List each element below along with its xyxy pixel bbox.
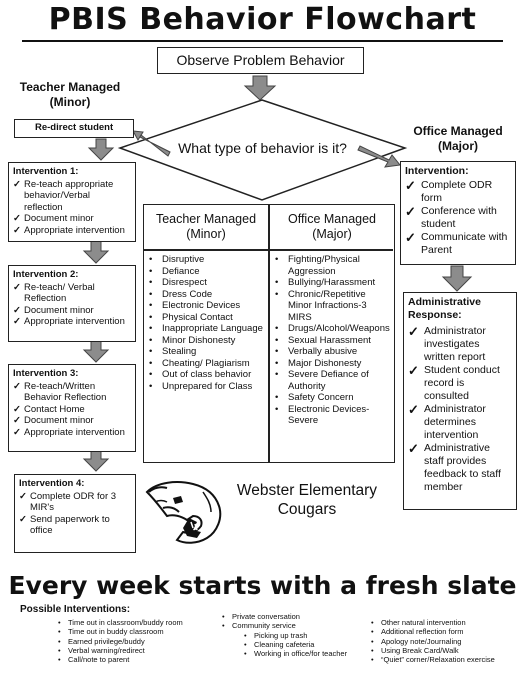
table-major-head: Office Managed (Major) — [287, 212, 377, 241]
arrow-to-minor — [132, 130, 171, 157]
list-item: Private conversation — [222, 612, 352, 622]
possible-col-2: Private conversation Community service P… — [222, 612, 352, 659]
list-item: “Quiet” corner/Relaxation exercise — [371, 655, 521, 665]
list-item: Document minor — [13, 415, 131, 427]
list-item: Picking up trash — [244, 631, 352, 641]
list-item: Re-teach appropriate behavior/Verbal ref… — [13, 179, 131, 214]
list-item: Major Dishonesty — [272, 358, 390, 370]
list-item: Using Break Card/Walk — [371, 646, 521, 656]
list-item: Safety Concern — [272, 392, 390, 404]
possible-interventions-title: Possible Interventions: — [20, 604, 131, 615]
list-item: Complete ODR form — [405, 179, 511, 205]
list-item: Communicate with Parent — [405, 231, 511, 257]
list-item: Defiance — [146, 266, 264, 278]
list-item: Sexual Harassment — [272, 335, 390, 347]
list-item: Minor Dishonesty — [146, 335, 264, 347]
redirect-box: Re-direct student — [14, 119, 134, 138]
list-item: Unprepared for Class — [146, 381, 264, 393]
title-underline — [22, 40, 503, 42]
list-item: Verbal warning/redirect — [58, 646, 218, 656]
list-item: Document minor — [13, 213, 131, 225]
list-item: Administrative staff provides feedback t… — [408, 442, 512, 494]
list-item: Administrator determines intervention — [408, 403, 512, 442]
page-title: PBIS Behavior Flowchart — [0, 2, 525, 42]
list-item: Document minor — [13, 305, 131, 317]
arrow-to-major — [357, 145, 401, 168]
list-item: Apology note/Journaling — [371, 637, 521, 647]
list-item: Student conduct record is consulted — [408, 364, 512, 403]
intervention-1-box: Intervention 1: Re-teach appropriate beh… — [8, 162, 136, 242]
cougar-mascot-icon — [145, 481, 222, 544]
possible-col-3: Other natural intervention Additional re… — [371, 618, 521, 665]
list-item: Cheating/ Plagiarism — [146, 358, 264, 370]
list-item: Earned privilege/buddy — [58, 637, 218, 647]
list-item: Electronic Devices-Severe — [272, 404, 390, 427]
list-item: Time out in classroom/buddy room — [58, 618, 218, 628]
list-item: Dress Code — [146, 289, 264, 301]
list-item: Conference with student — [405, 205, 511, 231]
list-item: Chronic/Repetitive Minor Infractions-3 M… — [272, 289, 390, 324]
school-mascot: Cougars — [277, 501, 337, 518]
list-item: Drugs/Alcohol/Weapons — [272, 323, 390, 335]
list-item: Administrator investigates written repor… — [408, 325, 512, 364]
list-item: Additional reflection form — [371, 627, 521, 637]
arrow-iv2-iv3 — [82, 340, 110, 363]
school-name: Webster Elementary Cougars — [222, 481, 392, 519]
slogan: Every week starts with a fresh slate — [8, 571, 517, 600]
list-item: Appropriate intervention — [13, 225, 131, 237]
possible-col-1: Time out in classroom/buddy room Time ou… — [58, 618, 218, 665]
office-intervention-box: Intervention: Complete ODR form Conferen… — [400, 161, 516, 265]
list-item: Electronic Devices — [146, 300, 264, 312]
decision-question: What type of behavior is it? — [178, 140, 347, 156]
list-item: Severe Defiance of Authority — [272, 369, 390, 392]
list-item: Appropriate intervention — [13, 316, 131, 328]
arrow-iv1-iv2 — [82, 240, 110, 264]
list-item: Re-teach/Written Behavior Reflection — [13, 381, 131, 404]
intervention-4-box: Intervention 4: Complete ODR for 3 MIR's… — [14, 474, 136, 553]
arrow-redirect-down — [87, 138, 115, 161]
list-item: Call/note to parent — [58, 655, 218, 665]
arrow-iv3-iv4 — [82, 449, 110, 472]
observe-box: Observe Problem Behavior — [157, 47, 364, 74]
intervention-3-box: Intervention 3: Re-teach/Written Behavio… — [8, 364, 136, 452]
table-divider — [268, 205, 270, 462]
list-item: Physical Contact — [146, 312, 264, 324]
list-item: Other natural intervention — [371, 618, 521, 628]
admin-response-box: Administrative Response: Administrator i… — [403, 292, 517, 510]
table-header-rule — [144, 249, 393, 251]
list-item: Disruptive — [146, 254, 264, 266]
list-item: Inappropriate Language — [146, 323, 264, 335]
list-item: Bullying/Harassment — [272, 277, 390, 289]
list-item: Community service — [222, 621, 352, 631]
list-item: Working in office/for teacher — [244, 649, 352, 659]
decision-diamond — [117, 99, 408, 201]
arrow-observe-down — [243, 75, 277, 101]
minor-behavior-list: Disruptive Defiance Disrespect Dress Cod… — [146, 254, 264, 392]
behavior-table: Teacher Managed (Minor) Office Managed (… — [143, 204, 395, 463]
list-item: Verbally abusive — [272, 346, 390, 358]
list-item: Time out in buddy classroom — [58, 627, 218, 637]
list-item: Re-teach/ Verbal Reflection — [13, 282, 131, 305]
list-item: Appropriate intervention — [13, 427, 131, 439]
major-behavior-list: Fighting/Physical Aggression Bullying/Ha… — [272, 254, 390, 427]
list-item: Send paperwork to office — [19, 514, 131, 537]
list-item: Contact Home — [13, 404, 131, 416]
major-header: Office Managed (Major) — [413, 124, 503, 153]
minor-header: Teacher Managed (Minor) — [19, 80, 121, 109]
list-item: Cleaning cafeteria — [244, 640, 352, 650]
list-item: Out of class behavior — [146, 369, 264, 381]
table-minor-head: Teacher Managed (Minor) — [155, 212, 257, 241]
arrow-office-down — [441, 265, 473, 292]
list-item: Fighting/Physical Aggression — [272, 254, 390, 277]
list-item: Complete ODR for 3 MIR's — [19, 491, 131, 514]
list-item: Stealing — [146, 346, 264, 358]
intervention-2-box: Intervention 2: Re-teach/ Verbal Reflect… — [8, 265, 136, 342]
list-item: Disrespect — [146, 277, 264, 289]
